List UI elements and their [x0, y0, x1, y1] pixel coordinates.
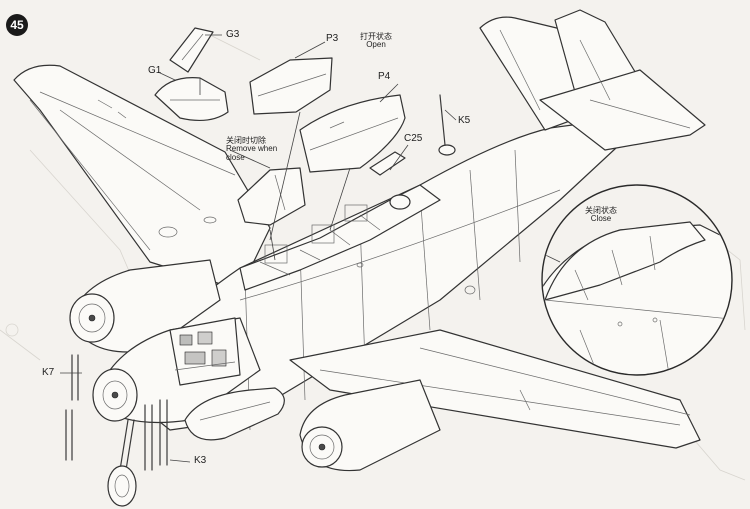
canopy-part-p3	[249, 57, 333, 115]
left-wing	[13, 64, 271, 291]
landing-gear	[107, 419, 137, 507]
label-c25: C25	[404, 133, 423, 144]
canopy-part-g3	[169, 27, 214, 73]
label-g3: G3	[226, 29, 240, 40]
note-close-cn: 关闭状态	[585, 206, 617, 215]
note-remove-en-1: Remove when	[226, 144, 278, 154]
cockpit-area	[239, 184, 441, 291]
right-wing	[289, 329, 701, 449]
note-remove-cn: 关闭时切除	[226, 136, 266, 145]
label-g1: G1	[148, 65, 162, 76]
label-k7: K7	[42, 367, 55, 378]
right-engine	[299, 379, 441, 472]
assembly-guide-lines	[60, 34, 457, 463]
label-k5: K5	[458, 115, 471, 126]
part-c25	[369, 151, 406, 176]
tail-section	[479, 9, 706, 151]
drop-tank	[184, 387, 285, 441]
part-k3-rungs	[144, 399, 168, 471]
note-close-en: Close	[590, 214, 612, 224]
label-p4: P4	[378, 71, 391, 82]
detail-inset-close	[541, 184, 733, 376]
note-open-en: Open	[366, 40, 386, 50]
note-open: 打开状态 Open	[360, 32, 392, 50]
label-p3: P3	[326, 33, 339, 44]
note-close: 关闭状态 Close	[585, 206, 617, 224]
label-k3: K3	[194, 455, 207, 466]
note-open-cn: 打开状态	[360, 32, 392, 41]
note-remove: 关闭时切除 Remove when close	[226, 136, 278, 162]
part-k7-rungs	[65, 354, 79, 461]
antenna-k5	[438, 94, 456, 156]
step-number-badge: 45	[6, 14, 28, 36]
canopy-part-windscreen	[237, 167, 306, 226]
canopy-part-p4	[299, 94, 406, 173]
canopy-part-g1	[154, 77, 229, 122]
equipment-bay	[169, 317, 241, 386]
note-remove-en-2: close	[226, 152, 245, 162]
